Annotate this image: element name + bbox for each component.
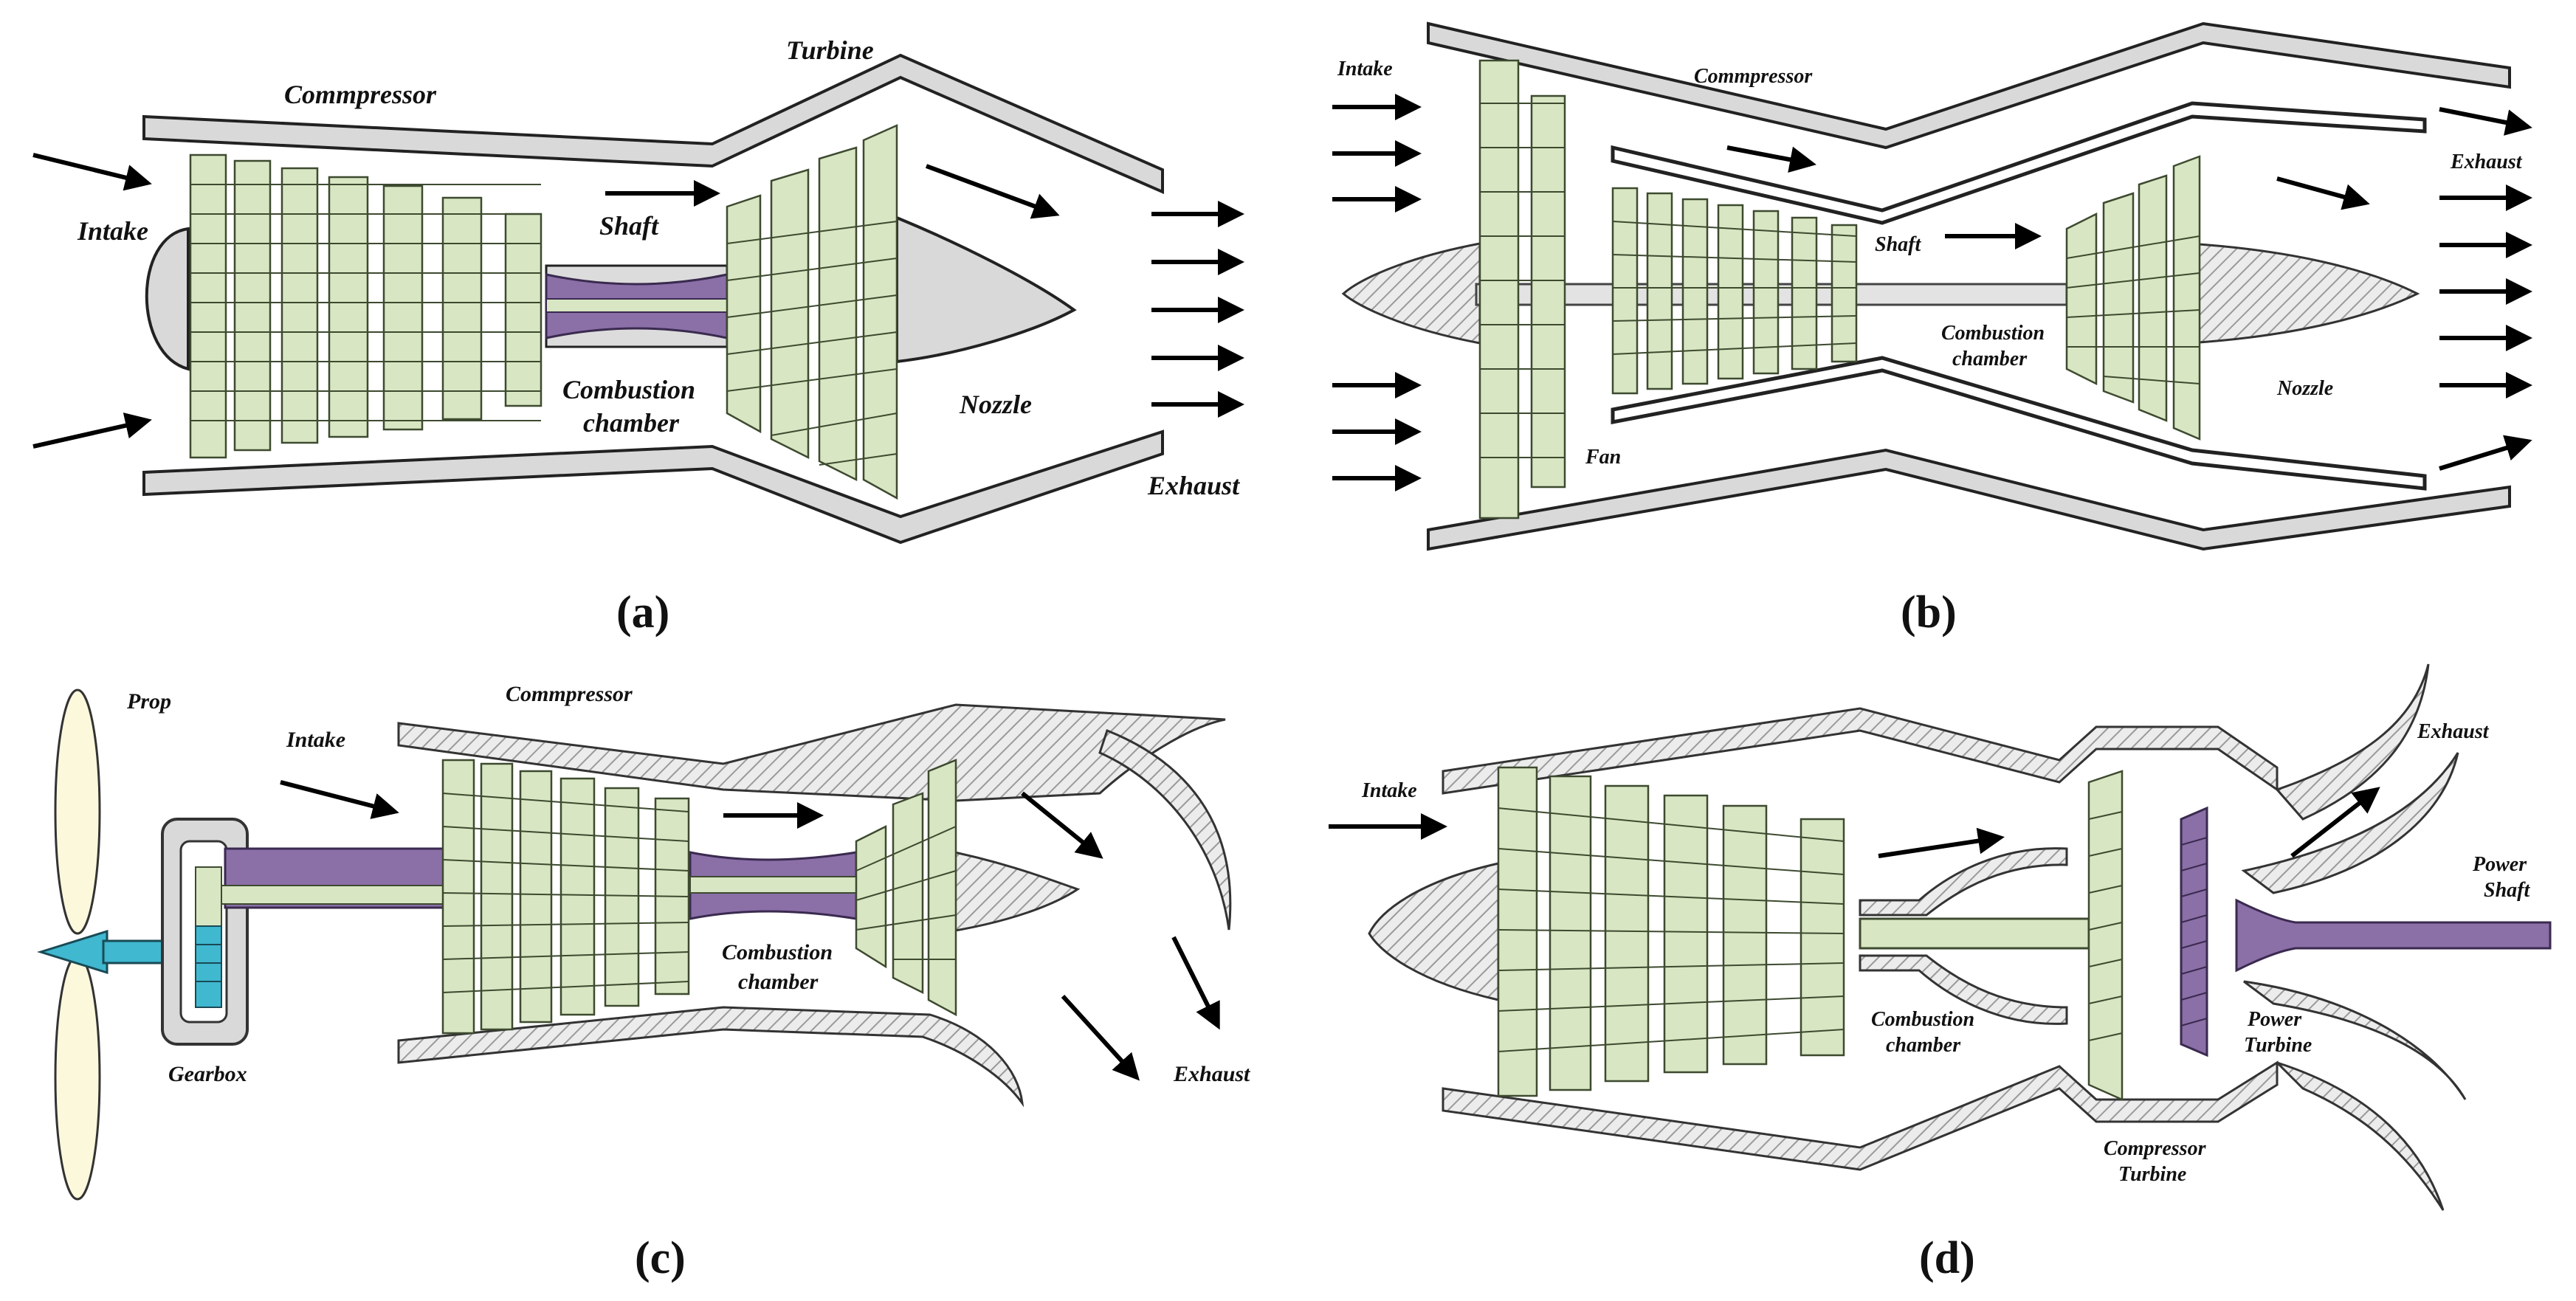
label-exhaust: Exhaust bbox=[1173, 1062, 1251, 1086]
caption-c: (c) bbox=[635, 1233, 686, 1283]
nacelle-bottom bbox=[1427, 448, 2511, 551]
caption-b: (b) bbox=[1901, 587, 1957, 638]
panel-d-turboshaft: Intake Exhaust Power Shaft Combustion ch… bbox=[1329, 663, 2552, 1283]
label-nozzle: Nozzle bbox=[959, 390, 1032, 419]
casing-top bbox=[142, 53, 1164, 195]
label-prop: Prop bbox=[126, 689, 171, 714]
panel-b-turbofan: Intake Commpressor Exhaust Shaft Combust… bbox=[1332, 21, 2532, 638]
turbine-blades bbox=[726, 124, 898, 500]
label-exhaust: Exhaust bbox=[1147, 471, 1240, 500]
tail-cone bbox=[895, 215, 1077, 364]
prop-blade-top bbox=[54, 689, 101, 935]
exhaust-duct-bottom-inner bbox=[2243, 980, 2467, 1100]
flow-arrows bbox=[32, 153, 1244, 449]
spinner bbox=[1368, 862, 1500, 1001]
exhaust-duct bbox=[1098, 729, 1232, 931]
label-intake: Intake bbox=[286, 728, 345, 752]
turbine-blades bbox=[2065, 155, 2201, 441]
label-chamber: chamber bbox=[583, 408, 680, 438]
core-casing-top bbox=[1611, 101, 2427, 225]
exhaust-duct-bottom bbox=[2276, 1061, 2445, 1211]
label-combustion: Combustion bbox=[1871, 1008, 1974, 1031]
label-turbine: Turbine bbox=[786, 35, 874, 65]
label-compressor: Commpressor bbox=[284, 80, 437, 109]
shaft-core bbox=[221, 885, 451, 905]
duct-top bbox=[1859, 847, 2068, 917]
flow-arrows bbox=[1329, 787, 2380, 858]
core-casing-bottom bbox=[1611, 356, 2427, 491]
label-compressor: Commpressor bbox=[506, 682, 633, 706]
label-nozzle: Nozzle bbox=[2276, 377, 2333, 400]
turbine-blades bbox=[855, 759, 957, 1017]
compressor-shaft bbox=[1859, 917, 2090, 950]
label-power-shaft: Power bbox=[2472, 853, 2527, 876]
compressor-blades bbox=[441, 759, 690, 1035]
tail-cone bbox=[936, 847, 1081, 935]
shaft-core-turbine bbox=[689, 876, 861, 894]
label-intake: Intake bbox=[77, 216, 148, 246]
power-shaft bbox=[2235, 898, 2552, 973]
panel-a-turbojet: Commpressor Turbine Intake Shaft Combust… bbox=[32, 35, 1244, 638]
label-gearbox: Gearbox bbox=[168, 1062, 247, 1086]
exhaust-duct-top bbox=[2275, 663, 2430, 821]
power-turbine-blades bbox=[2180, 806, 2208, 1057]
exhaust-duct-top-inner bbox=[2241, 752, 2459, 894]
compressor-turbine-blades bbox=[2087, 770, 2124, 1101]
label-compressor-turbine: Compressor bbox=[2104, 1137, 2207, 1160]
label-chamber: chamber bbox=[1952, 348, 2028, 370]
flow-arrows bbox=[1332, 94, 2532, 491]
duct-bottom bbox=[1859, 954, 2068, 1025]
shaft-core bbox=[545, 298, 728, 313]
label-chamber: chamber bbox=[1886, 1034, 1961, 1057]
prop-blade-bottom bbox=[54, 954, 101, 1201]
label-compressor: Commpressor bbox=[1694, 65, 1813, 88]
casing-top bbox=[397, 703, 1226, 802]
flow-arrows bbox=[280, 780, 1220, 1081]
tail-cone bbox=[2187, 242, 2420, 345]
label-exhaust: Exhaust bbox=[2450, 151, 2523, 173]
panel-c-turboprop: Prop Commpressor Intake Combustion chamb… bbox=[36, 682, 1251, 1283]
label-combustion: Combustion bbox=[722, 940, 833, 964]
label-chamber: chamber bbox=[738, 970, 819, 994]
label-power-turbine-2: Turbine bbox=[2244, 1034, 2312, 1057]
label-power-shaft-2: Shaft bbox=[2484, 879, 2530, 902]
caption-d: (d) bbox=[1919, 1233, 1975, 1283]
compressor-blades bbox=[1497, 766, 1845, 1097]
casing-bottom bbox=[397, 1006, 1024, 1108]
nacelle-top bbox=[1427, 21, 2511, 150]
label-combustion: Combustion bbox=[562, 375, 695, 404]
label-intake: Intake bbox=[1361, 779, 1417, 802]
label-exhaust: Exhaust bbox=[2417, 720, 2490, 743]
casing-bottom bbox=[142, 429, 1164, 545]
compressor-blades bbox=[1611, 187, 1858, 395]
label-fan: Fan bbox=[1585, 446, 1621, 469]
gearbox bbox=[161, 818, 249, 1046]
label-intake: Intake bbox=[1337, 58, 1393, 80]
label-shaft: Shaft bbox=[1875, 233, 1921, 256]
label-combustion: Combustion bbox=[1941, 322, 2045, 345]
fan-blades bbox=[1478, 59, 1566, 520]
intake-nose bbox=[145, 227, 190, 371]
label-compressor-turbine-2: Turbine bbox=[2118, 1163, 2186, 1186]
spinner bbox=[1341, 242, 1481, 345]
compressor-blades bbox=[189, 153, 543, 459]
caption-a: (a) bbox=[616, 587, 669, 638]
label-power-turbine: Power bbox=[2247, 1008, 2302, 1031]
casing-bottom bbox=[1442, 1060, 2279, 1171]
label-shaft: Shaft bbox=[599, 211, 659, 241]
